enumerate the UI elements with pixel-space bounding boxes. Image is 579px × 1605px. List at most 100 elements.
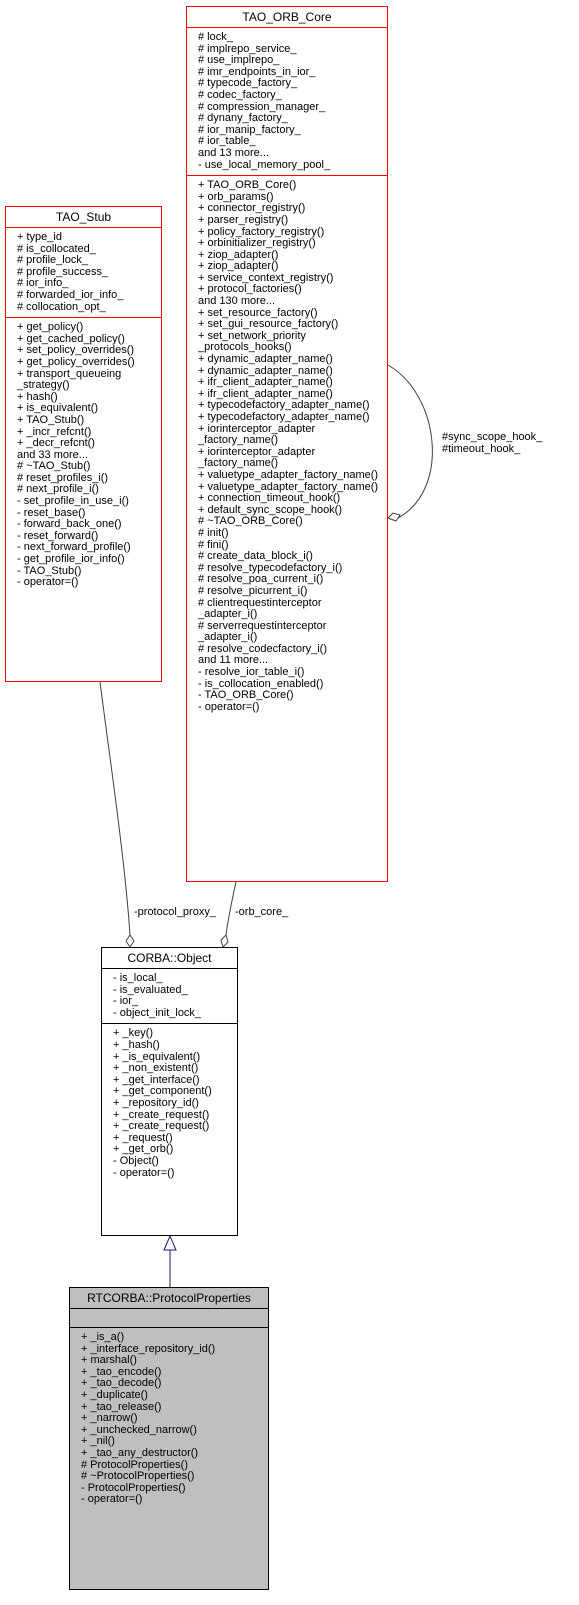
method-entry: + get_policy_overrides(): [17, 355, 135, 368]
orb-core-label: -orb_core_: [235, 906, 289, 918]
orb-core-edge: [225, 881, 237, 936]
method-entry: - TAO_Stub(): [17, 564, 82, 577]
attribute-entry: - object_init_lock_: [113, 1006, 202, 1019]
method-entry: # next_profile_i(): [17, 483, 99, 496]
self-association-diamond: [387, 512, 401, 522]
method-entry: + _narrow(): [81, 1412, 138, 1425]
class-name: TAO_Stub: [55, 210, 112, 224]
attribute-entry: # is_collocated_: [17, 242, 96, 255]
method-entry: + iorinterceptor_adapter _factory_name(): [198, 445, 316, 470]
class-box-corba-object[interactable]: CORBA::Object - is_local_- is_evaluated_…: [101, 947, 238, 1236]
method-entry: + _decr_refcnt(): [17, 437, 95, 450]
method-entry: + dynamic_adapter_name(): [198, 353, 333, 366]
method-entry: # resolve_poa_current_i(): [198, 573, 324, 586]
method-entry: + transport_queueing _strategy(): [17, 367, 122, 392]
self-association-label: #sync_scope_hook_ #timeout_hook_: [442, 431, 543, 455]
method-entry: + _is_equivalent(): [113, 1050, 201, 1063]
protocol-proxy-edge: [99, 681, 131, 936]
protocol-proxy-label: -protocol_proxy_: [134, 906, 216, 918]
attribute-entry: - ior_: [113, 995, 139, 1008]
method-entry: + _repository_id(): [113, 1096, 199, 1109]
method-entry: # serverrequestinterceptor _adapter_i(): [198, 619, 327, 644]
method-entry: + get_policy(): [17, 321, 84, 334]
method-entry: + _tao_any_destructor(): [81, 1446, 199, 1459]
method-entry: + _nil(): [81, 1435, 115, 1448]
class-box-tao-stub[interactable]: TAO_Stub + type_id# is_collocated_# prof…: [5, 206, 162, 682]
class-box-protocol-properties[interactable]: RTCORBA::ProtocolProperties + _is_a()+ _…: [69, 1287, 269, 1590]
attributes-section: - is_local_- is_evaluated_- ior_- object…: [102, 968, 237, 1023]
method-entry: + iorinterceptor_adapter _factory_name(): [198, 422, 316, 447]
method-entry: + _create_request(): [113, 1108, 210, 1121]
attributes-section: [70, 1308, 268, 1327]
attribute-entry: + type_id: [17, 231, 62, 243]
inheritance-arrowhead: [163, 1234, 177, 1251]
method-entry: + set_network_priority _protocols_hooks(…: [198, 329, 306, 354]
attribute-entry: # dynany_factory_: [198, 112, 288, 125]
method-entry: - resolve_ior_table_i(): [198, 666, 305, 679]
methods-section: + _key()+ _hash()+ _is_equivalent()+ _no…: [102, 1023, 237, 1183]
attributes-section: + type_id# is_collocated_# profile_lock_…: [6, 227, 161, 317]
method-entry: - is_collocation_enabled(): [198, 677, 324, 690]
method-entry: + service_context_registry(): [198, 271, 334, 284]
method-entry: + ziop_adapter(): [198, 248, 279, 261]
attributes-section: # lock_# implrepo_service_# use_implrepo…: [187, 27, 387, 175]
method-entry: + _get_component(): [113, 1085, 212, 1098]
methods-section: + _is_a()+ _interface_repository_id()+ m…: [70, 1327, 268, 1510]
class-name: TAO_ORB_Core: [242, 10, 332, 24]
method-entry: + _incr_refcnt(): [17, 425, 92, 438]
attribute-entry: # implrepo_service_: [198, 42, 297, 55]
method-entry: + TAO_ORB_Core(): [198, 179, 297, 192]
method-entry: + dynamic_adapter_name(): [198, 364, 333, 377]
methods-section: + TAO_ORB_Core()+ orb_params()+ connecto…: [187, 175, 387, 717]
method-entry: - operator=(): [198, 700, 260, 713]
attribute-entry: # imr_endpoints_in_ior_: [198, 65, 316, 78]
method-entry: - operator=(): [81, 1493, 143, 1506]
method-entry: + parser_registry(): [198, 213, 289, 226]
attribute-entry: # forwarded_ior_info_: [17, 288, 124, 301]
method-entry: + _unchecked_narrow(): [81, 1423, 197, 1436]
method-entry: - TAO_ORB_Core(): [198, 689, 294, 702]
method-entry: - reset_forward(): [17, 529, 99, 542]
method-entry: + policy_factory_registry(): [198, 225, 325, 238]
method-entry: + is_equivalent(): [17, 402, 99, 415]
method-entry: - reset_base(): [17, 506, 86, 519]
method-entry: + get_cached_policy(): [17, 332, 125, 345]
protocol-proxy-diamond: [125, 934, 135, 948]
attribute-entry: # codec_factory_: [198, 88, 282, 101]
self-association-edge: [387, 364, 433, 519]
method-entry: + ifr_client_adapter_name(): [198, 376, 333, 389]
method-entry: + set_policy_overrides(): [17, 344, 135, 357]
method-entry: # create_data_block_i(): [198, 550, 313, 563]
attribute-entry: # compression_manager_: [198, 100, 326, 113]
attribute-entry: # collocation_opt_: [17, 300, 106, 313]
method-entry: + _get_orb(): [113, 1143, 174, 1156]
method-entry: # ~TAO_ORB_Core(): [198, 515, 303, 528]
attribute-entry: # typecode_factory_: [198, 77, 298, 90]
method-entry: - forward_back_one(): [17, 518, 122, 531]
attribute-entry: # use_implrepo_: [198, 54, 280, 67]
method-entry: # ProtocolProperties(): [81, 1458, 188, 1471]
method-entry: + protocol_factories(): [198, 283, 302, 296]
method-entry: + _create_request(): [113, 1120, 210, 1133]
method-entry: + _is_a(): [81, 1331, 125, 1343]
method-entry: and 11 more...: [198, 654, 269, 667]
attribute-entry: # ior_info_: [17, 277, 69, 290]
orb-core-diamond: [220, 934, 229, 948]
method-entry: + valuetype_adapter_factory_name(): [198, 468, 379, 481]
attribute-entry: # ior_table_: [198, 135, 256, 148]
method-entry: - operator=(): [17, 576, 79, 589]
method-entry: + marshal(): [81, 1354, 137, 1367]
attribute-entry: # profile_success_: [17, 265, 109, 278]
class-name: CORBA::Object: [127, 951, 212, 965]
method-entry: and 130 more...: [198, 295, 276, 308]
attribute-entry: and 13 more...: [198, 146, 269, 159]
method-entry: + typecodefactory_adapter_name(): [198, 411, 370, 423]
class-box-tao-orb-core[interactable]: TAO_ORB_Core # lock_# implrepo_service_#…: [186, 6, 388, 882]
method-entry: - set_profile_in_use_i(): [17, 495, 129, 508]
method-entry: + connector_registry(): [198, 202, 306, 215]
method-entry: - get_profile_ior_info(): [17, 553, 125, 566]
method-entry: + _duplicate(): [81, 1388, 148, 1401]
method-entry: + _request(): [113, 1131, 173, 1144]
method-entry: + connection_timeout_hook(): [198, 492, 341, 505]
